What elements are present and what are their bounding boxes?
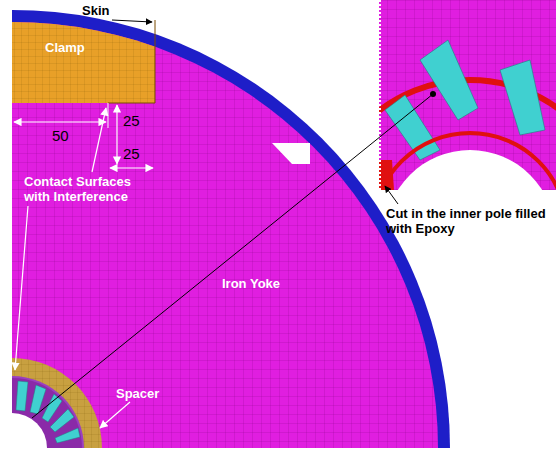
clamp (12, 10, 155, 103)
part-name: Spacer (116, 386, 159, 401)
part-name: Clamp (45, 40, 85, 55)
coil-blocks (12, 378, 82, 448)
part-name: Skin (82, 3, 109, 18)
dimension: 50 (52, 127, 69, 144)
dimension: 25 (123, 112, 140, 129)
notch (272, 143, 310, 164)
clamp-region: Clamp (12, 22, 155, 103)
inset-detail (379, 0, 556, 190)
mesh (12, 10, 155, 103)
part-name: Iron Yoke (222, 276, 280, 291)
spacer (12, 358, 102, 448)
annotation: Cut in the inner pole filled with Epoxy (386, 206, 552, 236)
dimension: 25 (123, 145, 140, 162)
part-name: Contact Surfaces with Interference (24, 174, 142, 204)
